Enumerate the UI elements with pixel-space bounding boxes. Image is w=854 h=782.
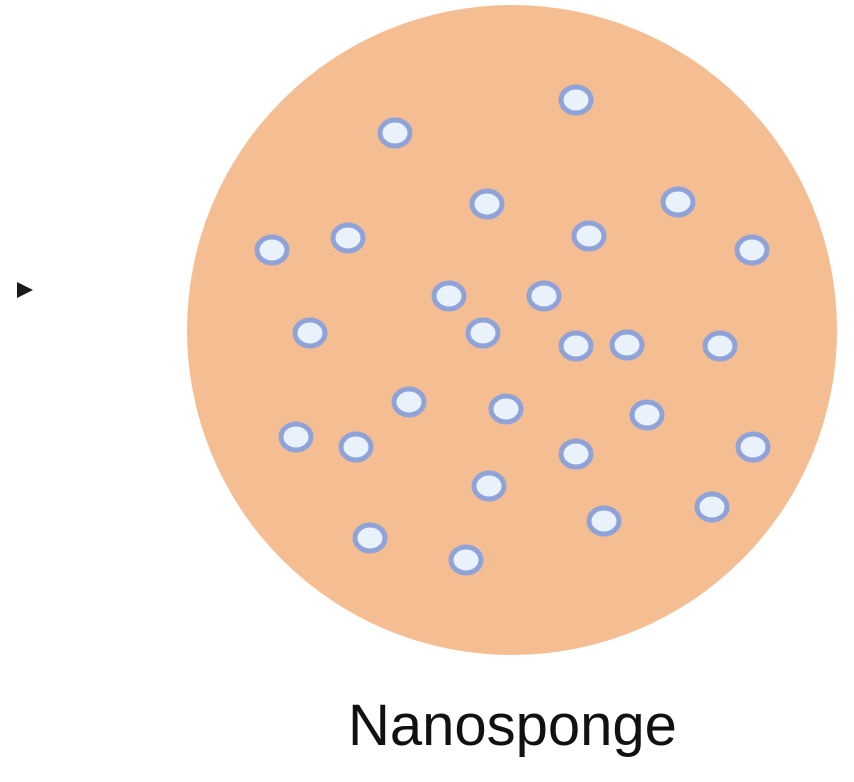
pore [558, 330, 594, 362]
pore [734, 234, 770, 266]
pore [558, 84, 594, 116]
pointer-arrow-icon [17, 282, 33, 298]
pore [278, 421, 314, 453]
pore [465, 317, 501, 349]
nanosponge-body [187, 5, 837, 655]
pore [391, 386, 427, 418]
pore [352, 522, 388, 554]
pore [735, 431, 771, 463]
pore [448, 544, 484, 576]
pore [629, 399, 665, 431]
pore [488, 393, 524, 425]
pore [338, 431, 374, 463]
pore [330, 222, 366, 254]
pore [702, 330, 738, 362]
pore [469, 188, 505, 220]
pore [471, 470, 507, 502]
pore [609, 329, 645, 361]
pore [586, 505, 622, 537]
nanosponge-label: Nanosponge [348, 693, 677, 758]
pore [431, 280, 467, 312]
pore [526, 280, 562, 312]
pore [660, 186, 696, 218]
pore-group [254, 84, 771, 576]
pore [571, 220, 607, 252]
pore [292, 317, 328, 349]
pore [254, 234, 290, 266]
pore [377, 117, 413, 149]
pore [694, 491, 730, 523]
pore [558, 438, 594, 470]
